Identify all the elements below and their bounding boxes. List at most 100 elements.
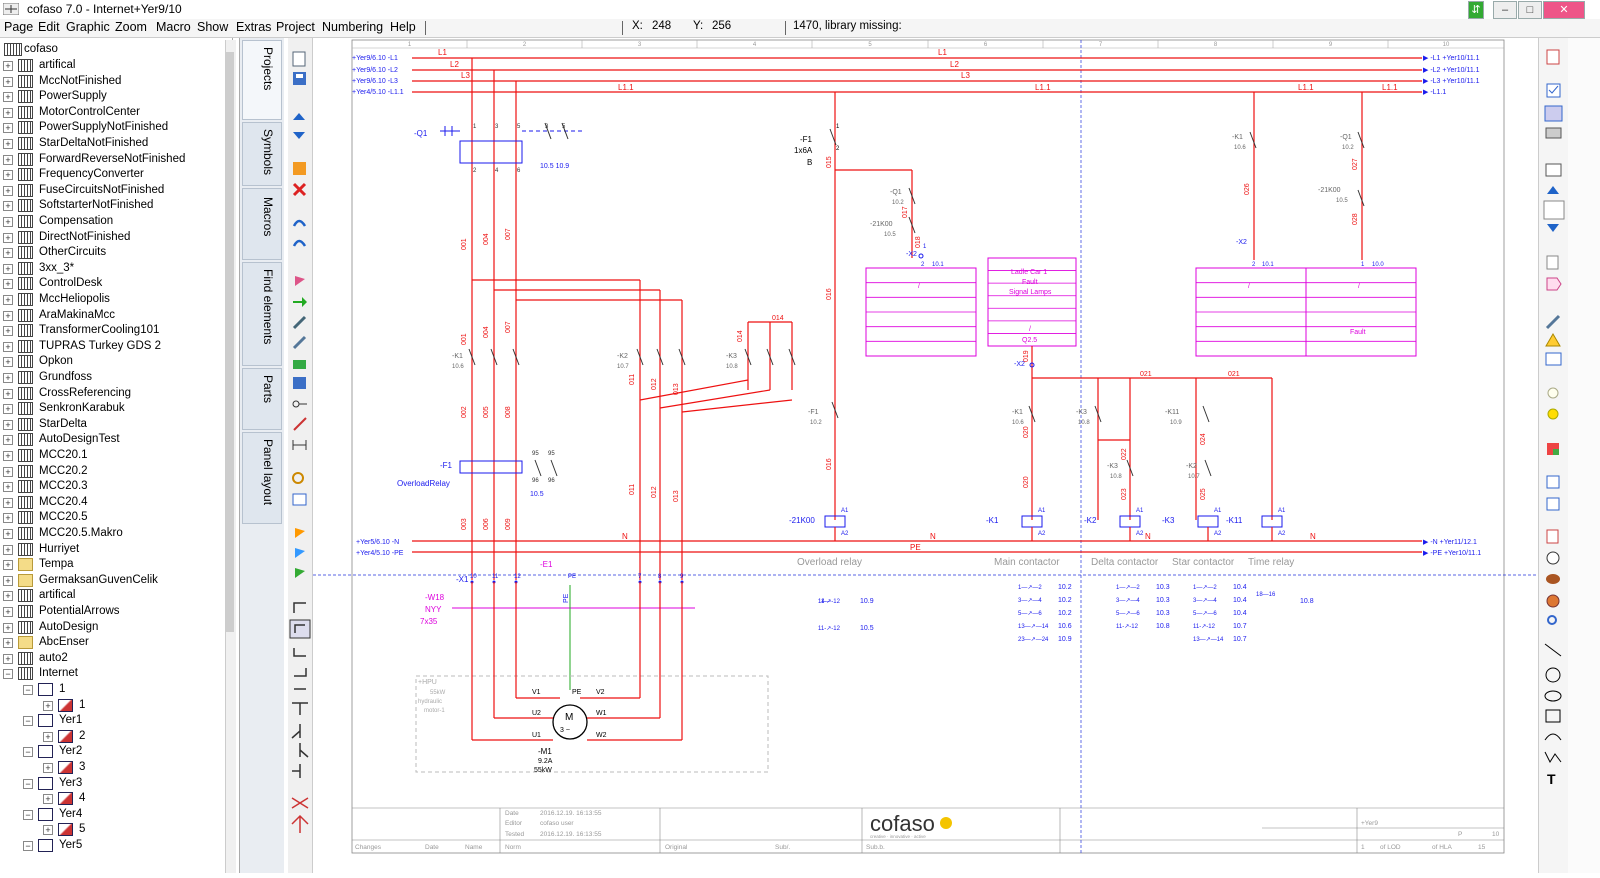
corner-down-icon[interactable] xyxy=(293,648,306,657)
collapse-icon[interactable]: − xyxy=(23,841,33,851)
page-icon[interactable] xyxy=(1546,255,1559,270)
network-icon[interactable] xyxy=(293,360,306,369)
expand-icon[interactable]: + xyxy=(3,279,13,290)
tab-projects[interactable]: Projects xyxy=(242,40,282,120)
menu-show[interactable]: Show xyxy=(197,20,229,34)
report-icon[interactable] xyxy=(1546,529,1559,544)
expand-icon[interactable]: + xyxy=(3,357,13,368)
arrow-split-icon[interactable] xyxy=(291,814,309,833)
expand-icon[interactable]: + xyxy=(3,419,13,430)
expand-icon[interactable]: + xyxy=(3,326,13,337)
junction-icon[interactable] xyxy=(292,702,308,715)
pipette-icon[interactable] xyxy=(292,335,307,350)
arrow-down-icon[interactable] xyxy=(293,132,305,139)
new-page-icon[interactable] xyxy=(292,51,306,67)
up-arrow-icon[interactable] xyxy=(1547,186,1559,194)
flag-orange-icon[interactable] xyxy=(295,528,305,538)
schematic-canvas[interactable]: Date 2016.12.19. 16:13:55 Editor cofaso … xyxy=(313,38,1538,873)
copy-icon[interactable] xyxy=(1546,475,1560,489)
expand-icon[interactable]: + xyxy=(43,731,53,742)
calendar-icon[interactable] xyxy=(1545,163,1562,177)
expand-icon[interactable]: + xyxy=(3,232,13,243)
color-grid-icon[interactable] xyxy=(1547,443,1559,455)
expand-icon[interactable]: + xyxy=(43,794,53,805)
expand-icon[interactable]: + xyxy=(3,139,13,149)
tab-macros[interactable]: Macros xyxy=(242,188,282,260)
collapse-icon[interactable]: − xyxy=(23,685,33,695)
expand-icon[interactable]: + xyxy=(3,295,13,305)
expand-icon[interactable]: + xyxy=(3,310,13,321)
expand-icon[interactable]: + xyxy=(3,217,13,227)
tab-find-elements[interactable]: Find elements xyxy=(242,262,282,366)
bulb-on-icon[interactable] xyxy=(1547,408,1559,420)
panel-icon[interactable] xyxy=(1544,105,1563,122)
expand-icon[interactable]: + xyxy=(3,638,13,649)
warning-icon[interactable] xyxy=(1545,333,1561,347)
minimize-button[interactable]: – xyxy=(1493,1,1517,19)
expand-icon[interactable]: + xyxy=(3,544,13,555)
expand-icon[interactable]: + xyxy=(3,341,13,352)
menu-project[interactable]: Project xyxy=(276,20,315,34)
t-junction-icon[interactable] xyxy=(292,764,301,778)
expand-icon[interactable]: + xyxy=(3,201,13,212)
arc-tool-icon[interactable] xyxy=(1544,733,1562,741)
export-icon[interactable] xyxy=(1546,497,1560,511)
pen-icon[interactable] xyxy=(292,315,307,330)
menu-extras[interactable]: Extras xyxy=(236,20,272,34)
tab-panel-layout[interactable]: Panel layout xyxy=(242,432,282,524)
expand-icon[interactable]: + xyxy=(3,61,13,71)
measure-icon[interactable] xyxy=(292,440,307,450)
corner-line-icon[interactable] xyxy=(293,602,306,613)
search-icon[interactable] xyxy=(1547,615,1557,625)
schematic-drawing[interactable]: Date 2016.12.19. 16:13:55 Editor cofaso … xyxy=(313,38,1538,873)
printer-icon[interactable] xyxy=(1545,127,1562,139)
blank-box-icon[interactable] xyxy=(1543,200,1565,220)
circle-tool-icon[interactable] xyxy=(1545,667,1561,683)
collapse-icon[interactable]: − xyxy=(23,778,33,789)
bulb-icon[interactable] xyxy=(1547,387,1559,399)
zoom-icon[interactable] xyxy=(292,472,304,484)
globe-icon[interactable] xyxy=(1546,594,1560,608)
menu-edit[interactable]: Edit xyxy=(38,20,60,34)
polyline-tool-icon[interactable] xyxy=(1544,751,1562,764)
project-tree[interactable]: cofaso+artifical+MccNotFinished+PowerSup… xyxy=(0,38,233,873)
restore-icon[interactable]: ⇵ xyxy=(1468,1,1484,19)
expand-icon[interactable]: + xyxy=(43,763,53,773)
ball-icon[interactable] xyxy=(1546,551,1560,565)
menu-numbering[interactable]: Numbering xyxy=(322,20,384,34)
expand-icon[interactable]: + xyxy=(3,170,13,181)
arrow-up-icon[interactable] xyxy=(293,113,305,120)
expand-icon[interactable]: + xyxy=(3,248,13,259)
maximize-button[interactable]: □ xyxy=(1518,1,1542,19)
expand-icon[interactable]: + xyxy=(3,466,13,477)
expand-icon[interactable]: + xyxy=(3,575,13,586)
expand-icon[interactable]: + xyxy=(43,700,53,711)
expand-icon[interactable]: + xyxy=(3,107,13,118)
flag-blue-icon[interactable] xyxy=(295,548,305,558)
expand-icon[interactable]: + xyxy=(3,123,13,134)
expand-icon[interactable]: + xyxy=(3,185,13,196)
expand-icon[interactable]: + xyxy=(3,154,13,165)
line-tool-icon[interactable] xyxy=(1544,643,1562,657)
collapse-icon[interactable]: − xyxy=(23,716,33,727)
expand-icon[interactable]: + xyxy=(3,92,13,103)
save-icon[interactable] xyxy=(293,72,306,85)
corner-selected-icon[interactable] xyxy=(289,619,311,639)
select-icon[interactable] xyxy=(293,377,306,389)
junction-left-icon[interactable] xyxy=(291,724,301,739)
expand-icon[interactable]: + xyxy=(3,263,13,274)
document-icon[interactable] xyxy=(1546,49,1560,65)
rss-icon[interactable] xyxy=(293,162,306,175)
expand-icon[interactable]: + xyxy=(3,404,13,415)
checklist-icon[interactable] xyxy=(1546,83,1561,98)
tree-scroll-thumb[interactable] xyxy=(226,52,234,632)
expand-icon[interactable]: + xyxy=(3,76,13,87)
menu-macro[interactable]: Macro xyxy=(156,20,191,34)
expand-icon[interactable]: + xyxy=(3,591,13,602)
expand-icon[interactable]: + xyxy=(3,497,13,508)
close-button[interactable]: ✕ xyxy=(1543,1,1585,19)
expand-icon[interactable]: + xyxy=(3,513,13,524)
flag-green-icon[interactable] xyxy=(295,568,305,578)
window-icon[interactable] xyxy=(292,493,307,506)
delete-icon[interactable] xyxy=(292,182,307,197)
